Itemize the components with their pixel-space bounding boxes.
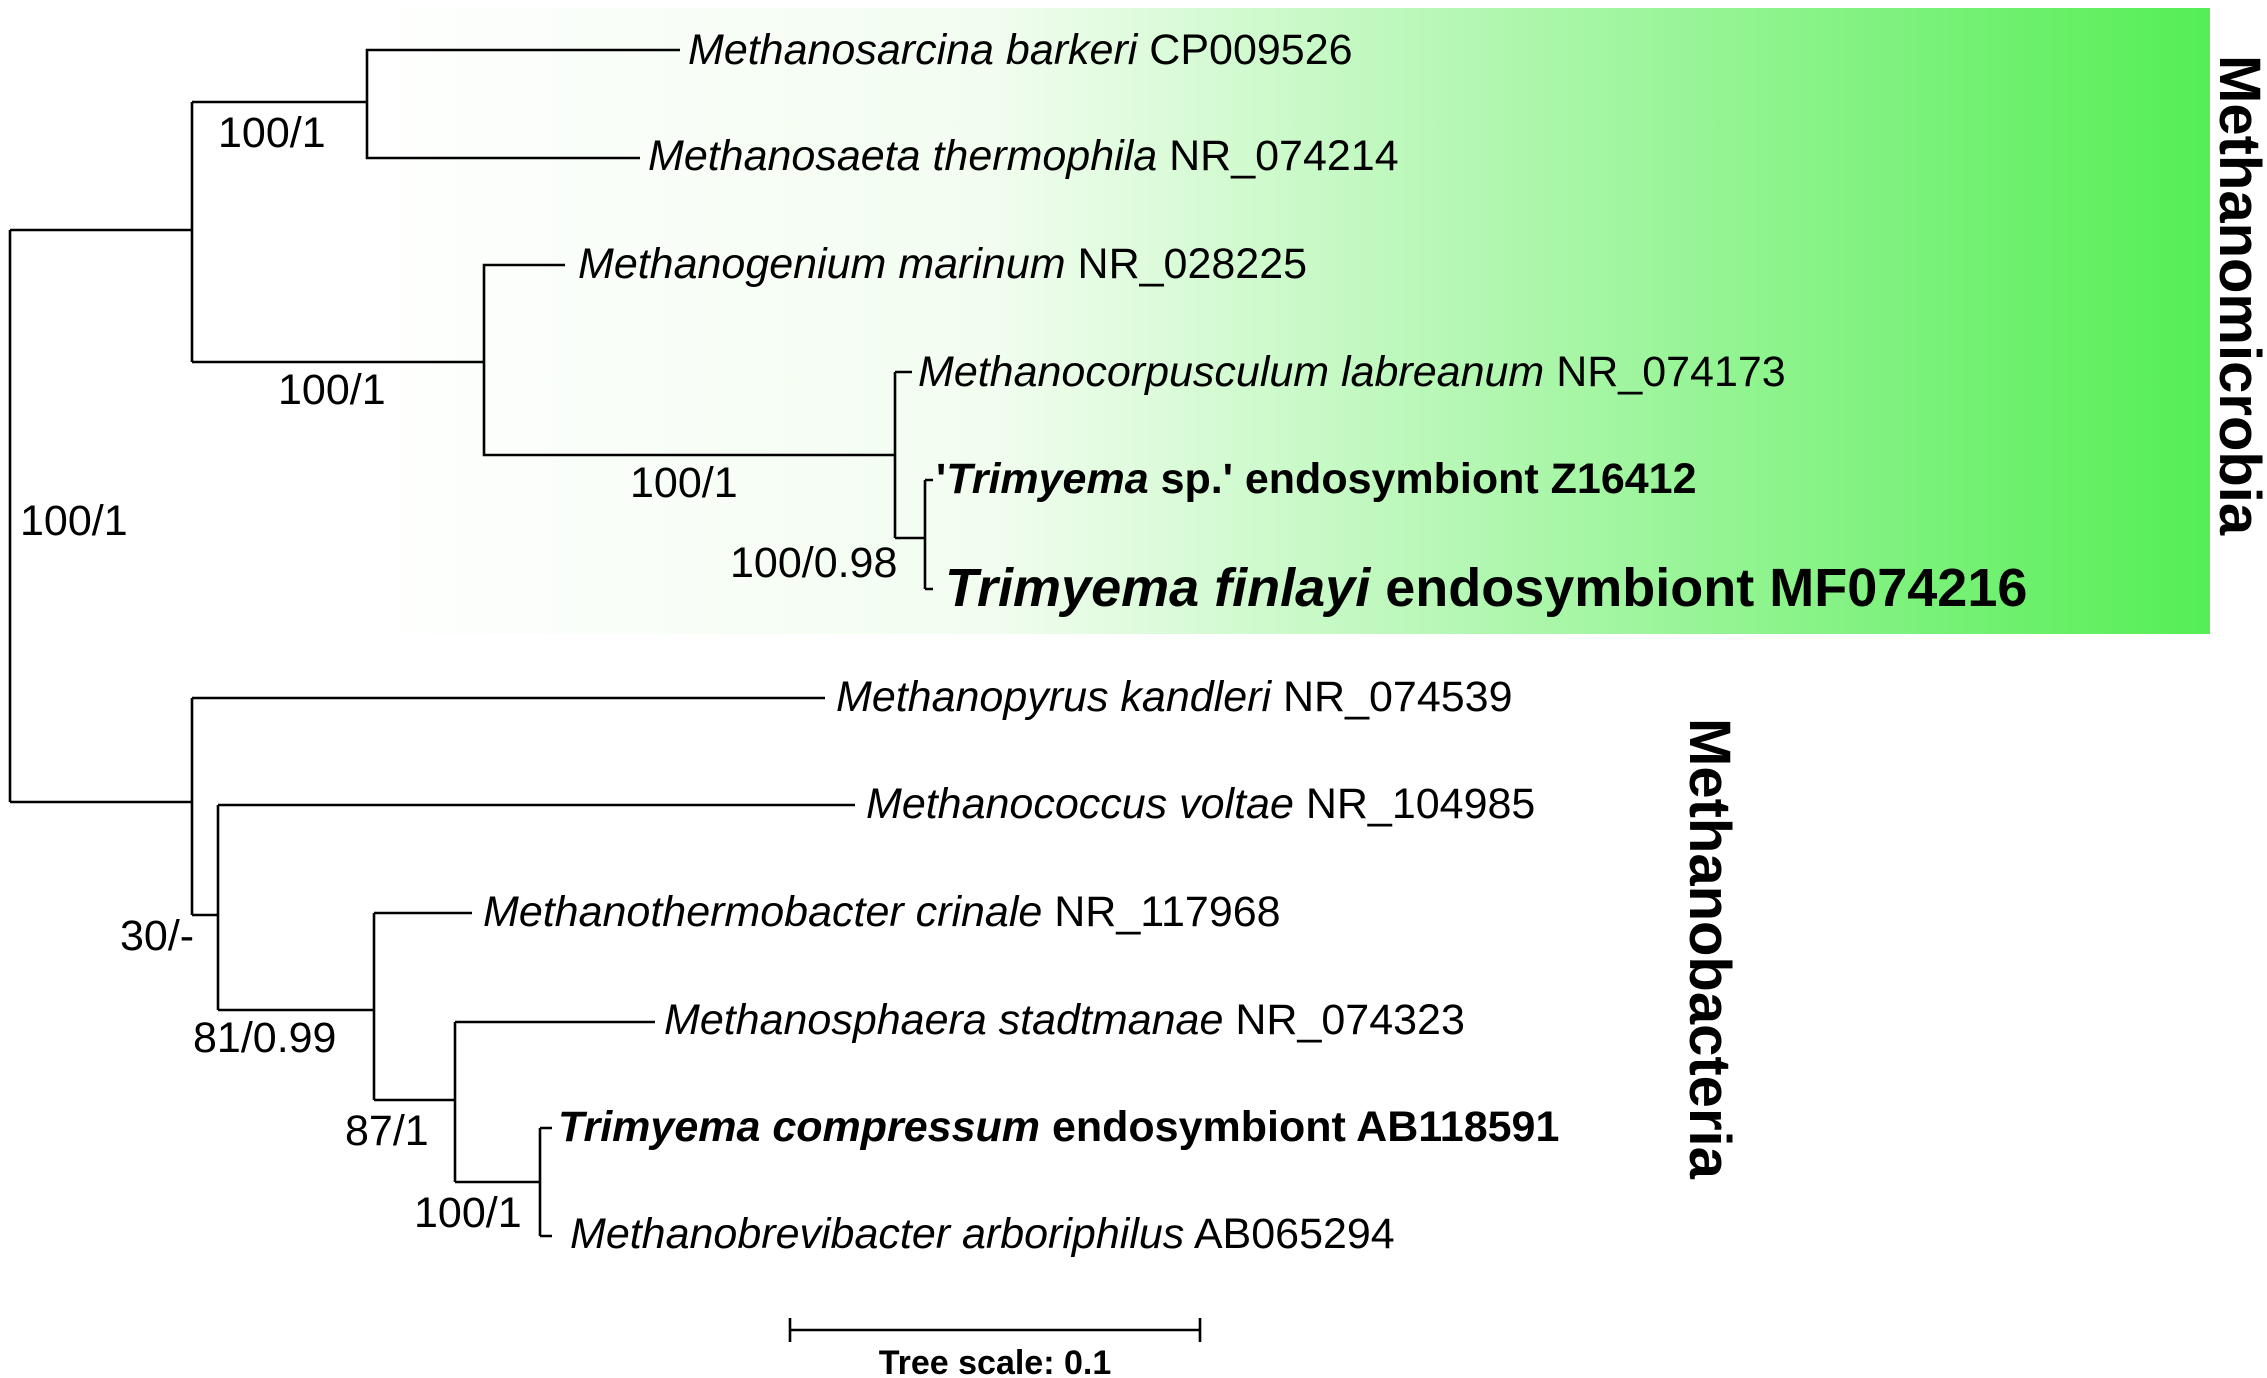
clade-label-methanomicrobia: Methanomicrobia [2207, 55, 2267, 536]
taxon-label: Methanogenium marinum NR_028225 [578, 240, 1307, 288]
taxa-labels: Methanosarcina barkeri CP009526 Methanos… [483, 26, 2027, 1258]
taxon-label: 'Trimyema sp.' endosymbiont Z16412 [936, 455, 1697, 503]
taxon-label: Methanopyrus kandleri NR_074539 [836, 673, 1513, 721]
taxon-label: Methanothermobacter crinale NR_117968 [483, 888, 1281, 936]
taxon-label: Methanococcus voltae NR_104985 [866, 780, 1535, 828]
taxon-label: Methanosarcina barkeri CP009526 [688, 26, 1353, 74]
taxon-label: Methanocorpusculum labreanum NR_074173 [918, 348, 1786, 396]
support-value: 100/1 [278, 366, 386, 414]
branch-node-f [190, 696, 825, 917]
scale-bar-label: Tree scale: 0.1 [879, 1344, 1112, 1378]
support-value: 100/0.98 [730, 539, 897, 587]
support-value: 81/0.99 [193, 1014, 336, 1062]
taxon-label: Trimyema compressum endosymbiont AB11859… [558, 1103, 1559, 1151]
support-values: 100/1 100/1 100/1 100/1 100/0.98 30/- 81… [20, 109, 897, 1237]
taxon-label-highlight: Trimyema finlayi endosymbiont MF074216 [945, 558, 2027, 618]
support-value-root: 100/1 [20, 497, 128, 545]
support-value: 100/1 [414, 1189, 522, 1237]
taxon-label: Methanosaeta thermophila NR_074214 [648, 132, 1399, 180]
methanomicrobia-clade-highlight [330, 8, 2210, 634]
branch-node-i [453, 1020, 655, 1184]
branch-node-j [538, 1126, 552, 1238]
support-value: 30/- [120, 912, 194, 960]
branch-node-h [372, 911, 472, 1102]
support-value: 100/1 [630, 459, 738, 507]
branch-node-c [192, 263, 895, 457]
branch-node-d [893, 370, 925, 540]
clade-label-methanobacteria: Methanobacteria [1677, 718, 1742, 1180]
scale-bar-line [788, 1318, 1202, 1342]
branch-node-b [192, 48, 680, 160]
support-value: 100/1 [218, 109, 326, 157]
scale-bar: Tree scale: 0.1 [788, 1318, 1202, 1378]
taxon-label: Methanobrevibacter arboriphilus AB065294 [570, 1210, 1395, 1258]
tree-branches [8, 48, 933, 1238]
taxon-label: Methanosphaera stadtmanae NR_074323 [664, 996, 1465, 1044]
branch-node-e [923, 478, 933, 591]
support-value: 87/1 [345, 1107, 429, 1155]
branch-node-g [216, 803, 855, 1012]
